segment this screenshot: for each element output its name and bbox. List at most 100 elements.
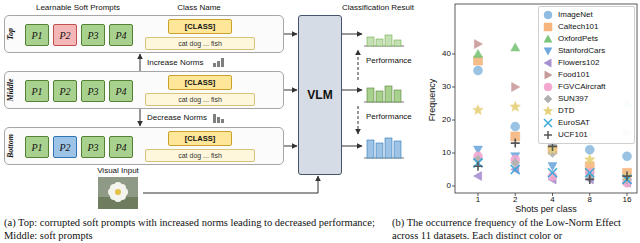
axis-title: Frequency — [427, 79, 437, 122]
data-point — [473, 105, 483, 115]
plot-frame — [455, 4, 637, 193]
legend-shape — [543, 106, 552, 115]
legend-label: ImageNet — [558, 9, 593, 21]
tick-label: 16 — [617, 195, 637, 205]
node-label: P1 — [31, 86, 42, 97]
legend-marker — [542, 93, 554, 105]
legend-shape — [544, 35, 552, 42]
result-bar — [394, 141, 401, 158]
edge-label: Decrease Norms — [146, 113, 208, 123]
soft-prompt-box: P2 — [53, 80, 77, 102]
data-point — [511, 165, 520, 174]
node-label: cat dog ... fish — [178, 96, 222, 103]
soft-prompt-box: P2 — [53, 24, 77, 46]
legend-marker — [542, 9, 554, 21]
legend-label: Food101 — [558, 69, 590, 81]
tick-label: 20 — [431, 115, 451, 125]
result-bar — [367, 140, 374, 158]
node-label: [CLASS] — [185, 78, 215, 87]
legend-label: Caltech101 — [558, 21, 598, 33]
axis-title: Shots per class — [486, 204, 606, 214]
increase-icon — [213, 58, 224, 67]
legend-shape — [545, 71, 552, 79]
soft-prompt-box: P1 — [25, 80, 49, 102]
connector-arrow — [143, 176, 318, 193]
icon-bar — [213, 114, 216, 123]
data-point — [474, 50, 483, 58]
subfigure-caption: (b) The occurrence frequency of the Low-… — [392, 216, 637, 242]
output-arrow — [342, 146, 362, 147]
legend-label: Flowers102 — [558, 57, 599, 69]
data-point — [585, 145, 594, 154]
legend-shape — [544, 48, 552, 55]
legend-marker — [542, 81, 554, 93]
legend-shape — [544, 119, 552, 127]
class-token-box: [CLASS] — [168, 131, 232, 146]
data-point — [474, 172, 482, 181]
icon-bar — [217, 117, 220, 123]
class-token-box: [CLASS] — [168, 75, 232, 90]
data-point — [623, 172, 632, 181]
input-photo — [98, 177, 138, 209]
class-name-list: cat dog ... fish — [145, 93, 255, 106]
class-token-box: [CLASS] — [168, 19, 232, 34]
soft-prompt-box: P4 — [109, 80, 133, 102]
data-point — [623, 152, 632, 161]
tick — [452, 87, 455, 88]
node-label: P2 — [59, 30, 70, 41]
tick — [452, 153, 455, 154]
node-label: P1 — [31, 30, 42, 41]
legend-marker — [542, 117, 554, 129]
section-heading: Class Name — [154, 3, 244, 13]
photo-ground — [98, 177, 138, 209]
legend-entry: StanfordCars — [542, 45, 631, 57]
result-bar — [376, 91, 383, 102]
tick — [452, 120, 455, 121]
data-point — [585, 154, 595, 164]
icon-bar — [213, 63, 216, 67]
edge-label: Increase Norms — [146, 58, 204, 68]
legend-entry: Food101 — [542, 69, 631, 81]
legend-shape — [544, 59, 551, 67]
legend-marker — [542, 45, 554, 57]
data-point — [474, 40, 482, 49]
visual-input: Visual Input — [93, 166, 143, 210]
legend-shape — [544, 83, 552, 91]
data-point — [511, 122, 520, 131]
node-label: P3 — [87, 30, 98, 41]
prompt-row: P1P2P3P4[CLASS]cat dog ... fishTop — [4, 15, 284, 53]
result-bar — [394, 40, 401, 46]
row-label: Bottom — [6, 134, 15, 158]
legend-entry: Flowers102 — [542, 57, 631, 69]
legend-marker — [542, 69, 554, 81]
connector-arrow — [284, 146, 297, 147]
node-label: cat dog ... fish — [178, 152, 222, 159]
result-bar — [385, 86, 392, 102]
data-point — [622, 171, 632, 181]
performance-note: Performance — [366, 112, 422, 122]
data-point — [511, 43, 520, 51]
legend-label: UCF101 — [558, 129, 588, 141]
soft-prompt-box: P3 — [81, 80, 105, 102]
soft-prompt-box: P4 — [109, 136, 133, 158]
class-name-list: cat dog ... fish — [145, 37, 255, 50]
section-heading: Classification Result — [332, 3, 424, 13]
soft-prompt-box: P4 — [109, 24, 133, 46]
legend-marker — [542, 129, 554, 141]
legend-entry: FGVCAircraft — [542, 81, 631, 93]
tick — [452, 54, 455, 55]
legend-entry: ImageNet — [542, 9, 631, 21]
dashed-arrow — [358, 50, 359, 80]
input-heading: Visual Input — [93, 166, 143, 176]
legend-entry: OxfordPets — [542, 33, 631, 45]
class-name-list: cat dog ... fish — [145, 149, 255, 162]
connector-arrow — [284, 34, 297, 35]
result-bar — [367, 37, 374, 46]
soft-prompt-box: P3 — [81, 24, 105, 46]
data-point — [474, 162, 483, 171]
legend-box: ImageNetCaltech101OxfordPetsStanfordCars… — [538, 6, 635, 144]
prompt-row: P1P2P3P4[CLASS]cat dog ... fishMiddle — [4, 71, 284, 109]
legend-marker — [542, 105, 554, 117]
result-bar — [394, 90, 401, 102]
tick-label: 4 — [543, 195, 563, 205]
